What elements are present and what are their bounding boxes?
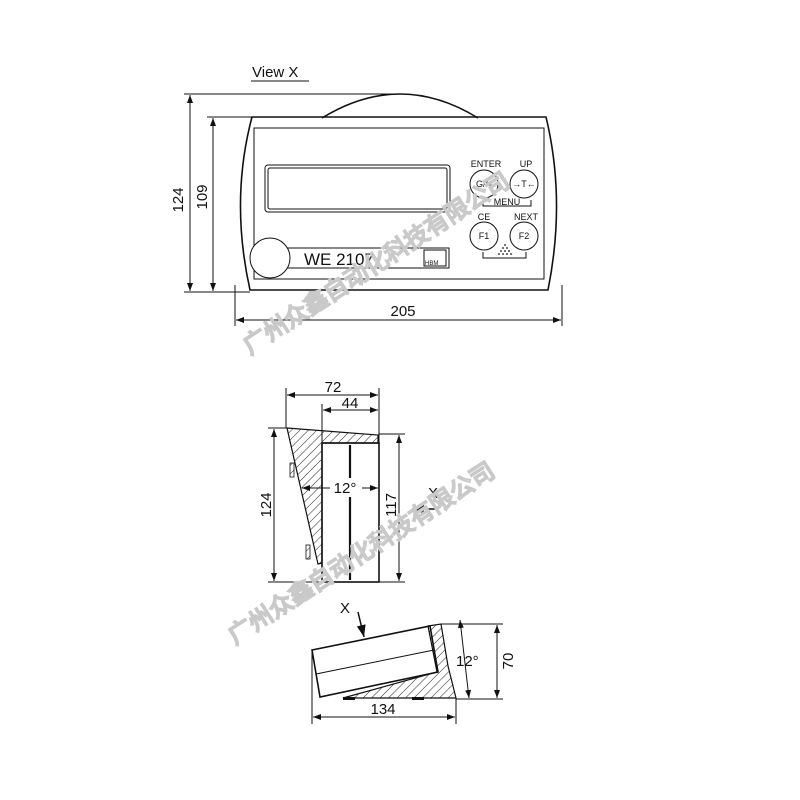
ce-label: CE [478, 212, 491, 222]
front-view: View X 124 109 205 WE 2107 HBM ENTER G/N… [170, 64, 563, 326]
foot [412, 697, 424, 700]
speaker-icon [498, 244, 512, 255]
tare-button[interactable] [509, 169, 539, 199]
hbm-logo [423, 249, 447, 267]
angle-label: 12° [334, 480, 357, 497]
gn-button-label: G/N [476, 179, 492, 189]
watermark: 广州众鑫自动化科技有限公司 [223, 457, 500, 650]
f2-button-label: F2 [519, 231, 530, 241]
front-panel [253, 127, 545, 280]
dim-label-72: 72 [325, 379, 342, 396]
f1-button[interactable] [469, 221, 499, 251]
foot [343, 697, 355, 700]
up-label: UP [520, 159, 533, 169]
foot-pad [305, 544, 311, 560]
view-x-marker: X [428, 485, 438, 502]
model-label: WE 2107 [304, 250, 374, 269]
speaker-bracket [482, 252, 527, 259]
f1-button-label: F1 [479, 231, 490, 241]
menu-bracket [482, 200, 532, 207]
hbm-logo-text: HBM [425, 261, 438, 267]
angle-dim-line [457, 619, 472, 699]
hatched-housing-section [342, 623, 457, 699]
dim-label-124: 124 [170, 187, 187, 212]
dim-label-117: 117 [383, 493, 400, 517]
view-title: View X [252, 64, 298, 81]
next-label: NEXT [514, 212, 539, 222]
view-x-arrow [356, 611, 366, 638]
dim-label-44: 44 [342, 395, 359, 412]
body-section [321, 442, 380, 583]
angle-label: 12° [456, 653, 479, 670]
handle-arc [321, 93, 479, 119]
menu-label: MENU [494, 197, 521, 207]
tilted-view: 134 70 12° X [311, 600, 517, 724]
housing-outline [239, 116, 558, 291]
tare-button-label: →T← [512, 179, 536, 189]
gn-button[interactable] [469, 169, 499, 199]
f2-button[interactable] [509, 221, 539, 251]
round-knob [249, 237, 291, 279]
display-window [267, 167, 448, 210]
dim-label-70: 70 [500, 653, 517, 670]
view-x-marker: X [340, 600, 350, 617]
dim-label-124: 124 [258, 492, 275, 517]
body-outline [311, 625, 439, 698]
body-split-line [315, 649, 435, 675]
dim-label-134: 134 [370, 701, 395, 718]
side-view: 72 44 12° 124 117 X [258, 379, 438, 583]
enter-label: ENTER [471, 159, 502, 169]
display-frame [264, 164, 451, 213]
dim-label-205: 205 [390, 303, 415, 320]
dim-label-109: 109 [194, 184, 211, 209]
foot-pad [289, 462, 295, 478]
